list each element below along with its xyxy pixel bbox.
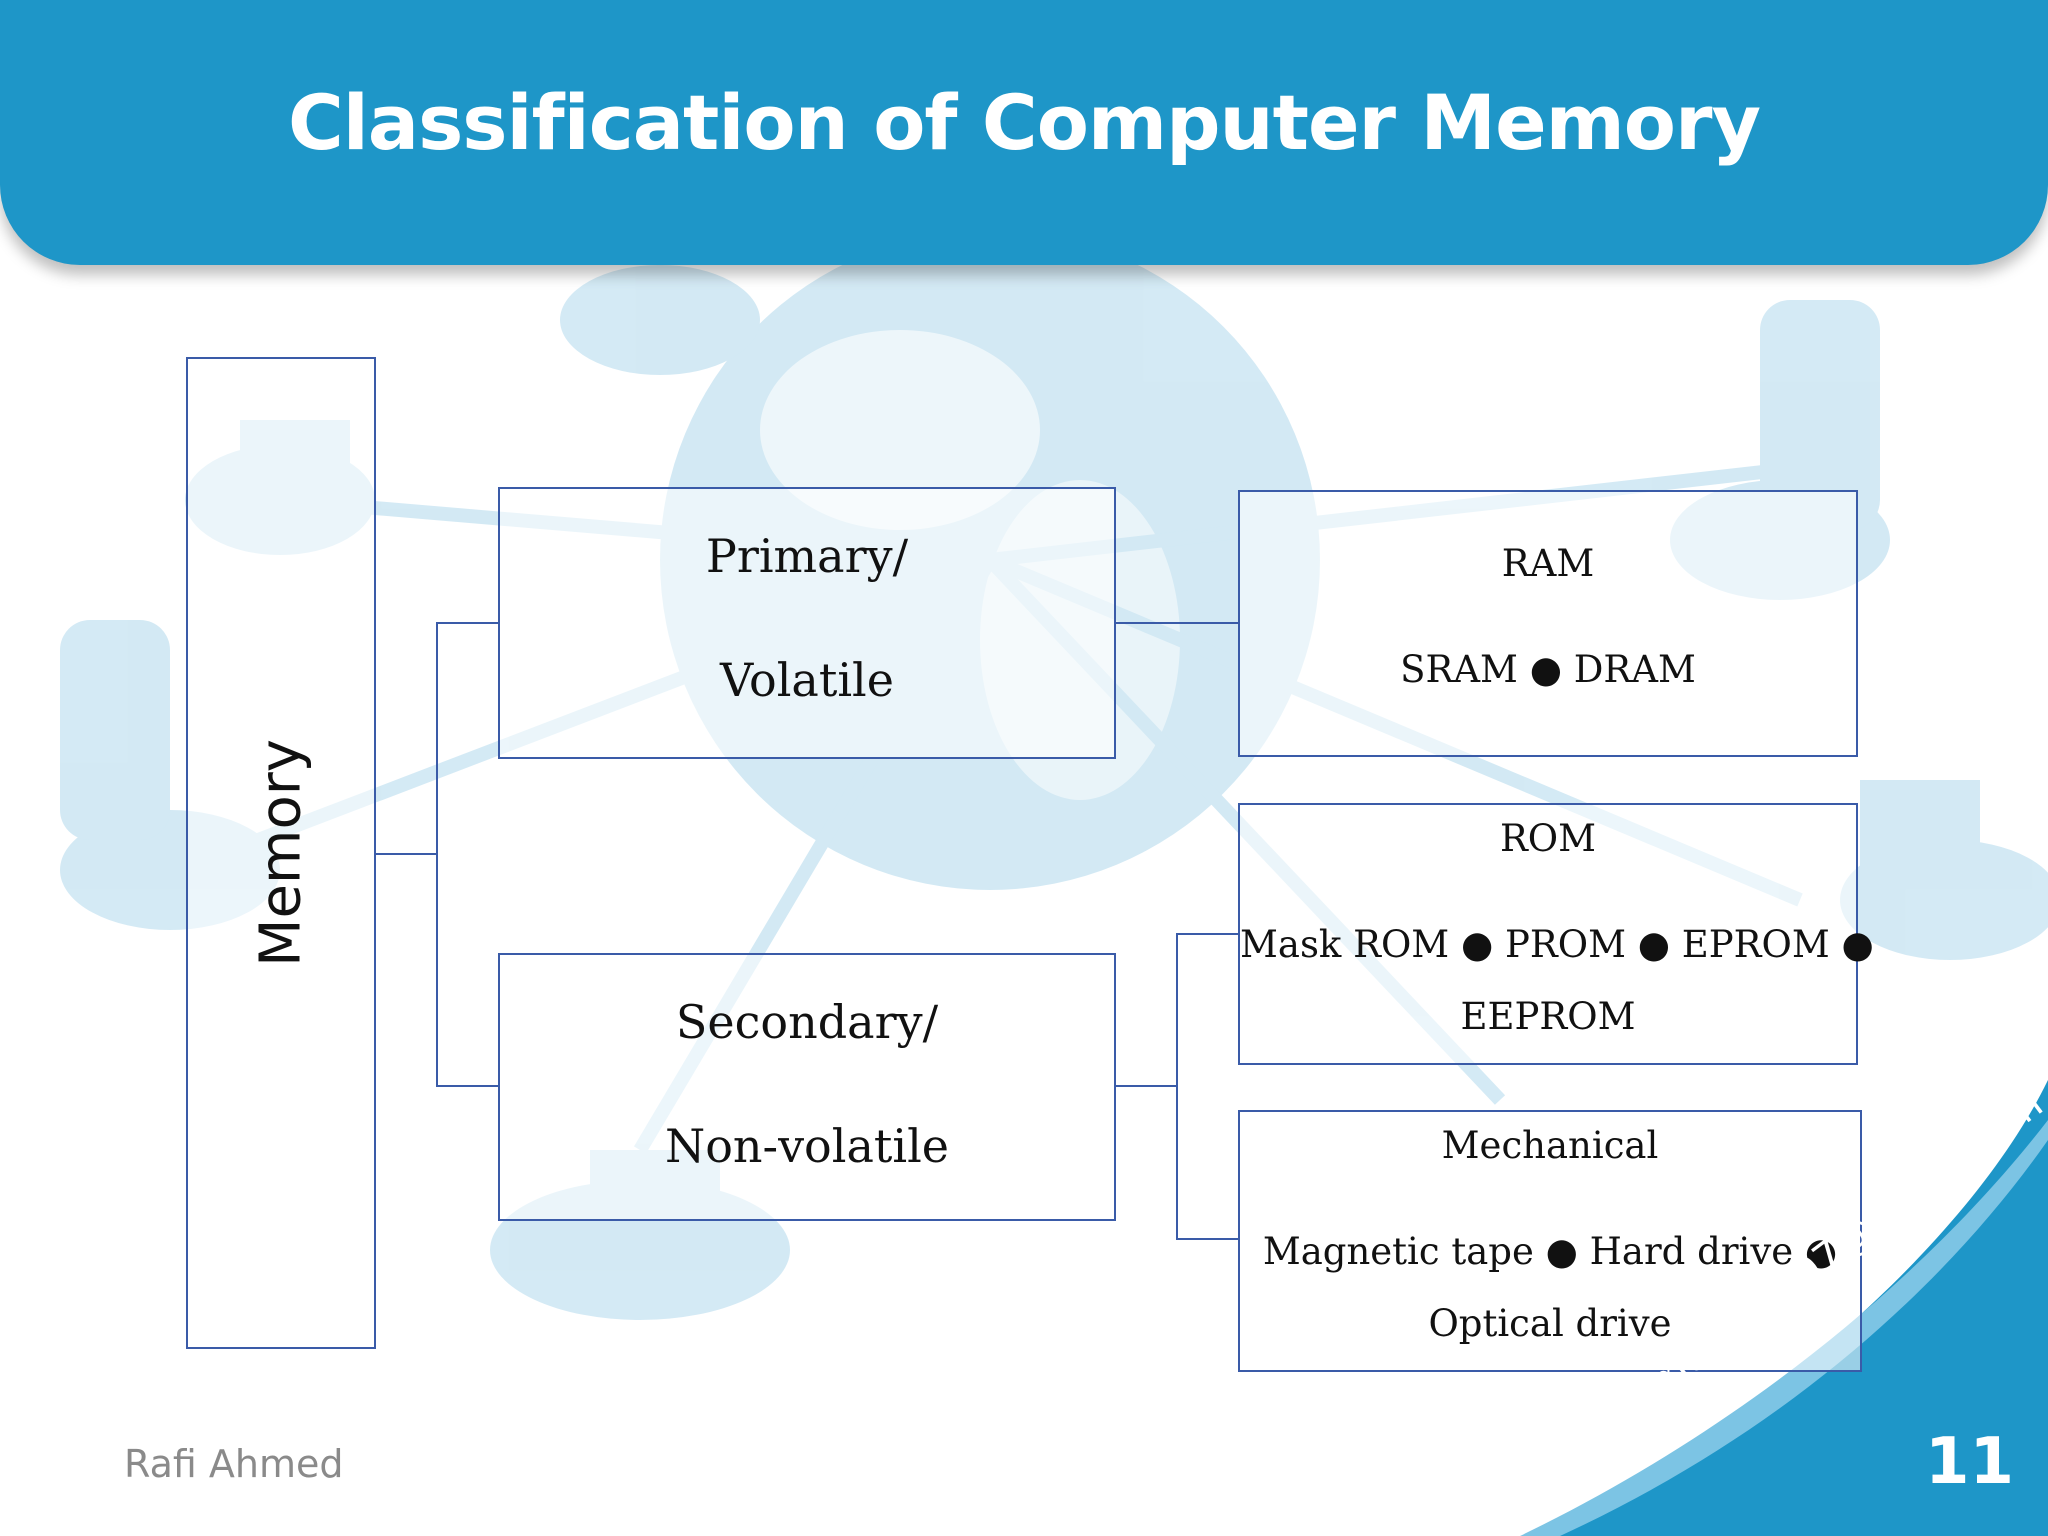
connector-to-rom (1176, 933, 1240, 935)
author-name: Rafi Ahmed (124, 1442, 344, 1486)
secondary-label: Secondary/ (675, 995, 939, 1049)
mechanical-title: Mechanical (1441, 1124, 1659, 1167)
connector-memory-stub (374, 853, 438, 855)
ram-types: SRAM ● DRAM (1400, 648, 1696, 691)
rom-types-line1: Mask ROM ● PROM ● EPROM ● (1240, 923, 1874, 966)
rom-box: ROM Mask ROM ● PROM ● EPROM ● EEPROM (1238, 803, 1874, 1065)
connector-to-secondary (436, 1085, 498, 1087)
connector-secondary-trunk (1176, 933, 1178, 1240)
secondary-nonvolatile-box: Secondary/ Non-volatile (498, 953, 1116, 1221)
slide-title: Classification of Computer Memory (287, 78, 1761, 167)
mechanical-types-line2: Optical drive (1428, 1302, 1672, 1345)
non-volatile-label: Non-volatile (664, 1119, 950, 1173)
rom-title: ROM (1499, 817, 1597, 860)
connector-to-mechanical (1176, 1238, 1240, 1240)
memory-label: Memory (248, 739, 314, 967)
connector-primary-to-ram (1116, 622, 1240, 624)
page-number: 11 (1925, 1425, 2015, 1499)
primary-volatile-box: Primary/ Volatile (498, 487, 1116, 759)
connector-to-primary (436, 622, 498, 624)
mechanical-types-line1: Magnetic tape ● Hard drive ● (1262, 1230, 1838, 1273)
connector-secondary-stub (1116, 1085, 1178, 1087)
memory-root-box: Memory (186, 357, 376, 1349)
rom-types-line2: EEPROM (1460, 995, 1636, 1038)
primary-label: Primary/ (705, 529, 909, 583)
connector-memory-trunk (436, 622, 438, 1087)
mechanical-box: Mechanical Magnetic tape ● Hard drive ● … (1238, 1110, 1862, 1372)
volatile-label: Volatile (720, 653, 894, 707)
ram-box: RAM SRAM ● DRAM (1238, 490, 1858, 757)
title-banner: Classification of Computer Memory (0, 0, 2048, 265)
ram-title: RAM (1501, 542, 1595, 585)
